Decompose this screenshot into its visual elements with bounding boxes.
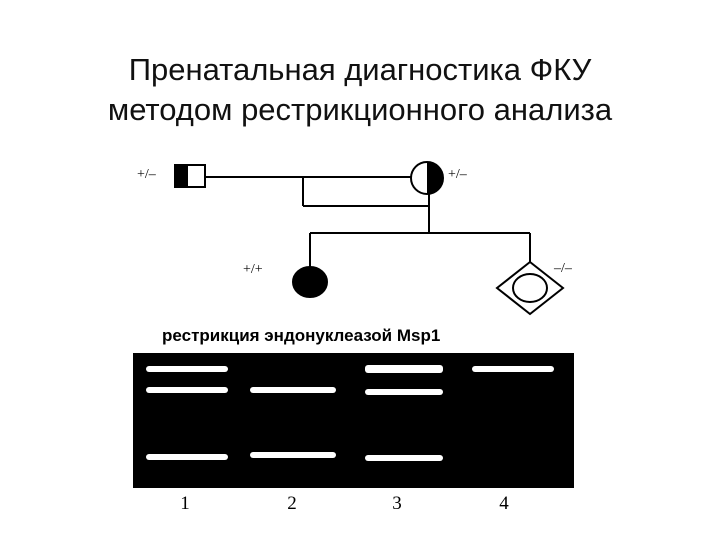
- gel-band-lane-3-3: [365, 455, 443, 461]
- title-line-1: Пренатальная диагностика ФКУ: [128, 52, 592, 87]
- gel-band-lane-3-1: [365, 365, 443, 373]
- gel-caption: рестрикция эндонуклеазой Msp1: [162, 326, 440, 345]
- mother-genotype: +/–: [448, 167, 468, 182]
- gel-band-lane-4-1: [472, 366, 554, 372]
- gel-background: [133, 353, 574, 488]
- father-genotype: +/–: [137, 167, 157, 182]
- gel-band-lane-1-1: [146, 366, 228, 372]
- gel-image: [133, 353, 574, 488]
- lane-number-2: 2: [287, 493, 297, 514]
- lane-number-3: 3: [392, 493, 402, 514]
- gel-bands: [146, 365, 554, 461]
- father-symbol: [174, 164, 206, 188]
- pedigree-chart: [174, 161, 565, 316]
- page-title: Пренатальная диагностика ФКУ методом рес…: [0, 50, 720, 130]
- title-line-2: методом рестрикционного анализа: [107, 92, 613, 127]
- gel-band-lane-3-2: [365, 389, 443, 395]
- lane-number-4: 4: [499, 493, 509, 514]
- gel-band-lane-1-2: [146, 387, 228, 393]
- child-genotype: +/+: [243, 262, 263, 277]
- lane-labels: 1 2 3 4: [180, 493, 509, 514]
- gel-band-lane-2-1: [250, 387, 336, 393]
- gel-band-lane-1-3: [146, 454, 228, 460]
- gel-band-lane-2-2: [250, 452, 336, 458]
- lane-number-1: 1: [180, 493, 190, 514]
- mother-symbol: [410, 161, 444, 195]
- fetus-genotype: –/–: [553, 261, 573, 276]
- fetus-symbol: [495, 260, 565, 316]
- child-symbol: [292, 266, 328, 298]
